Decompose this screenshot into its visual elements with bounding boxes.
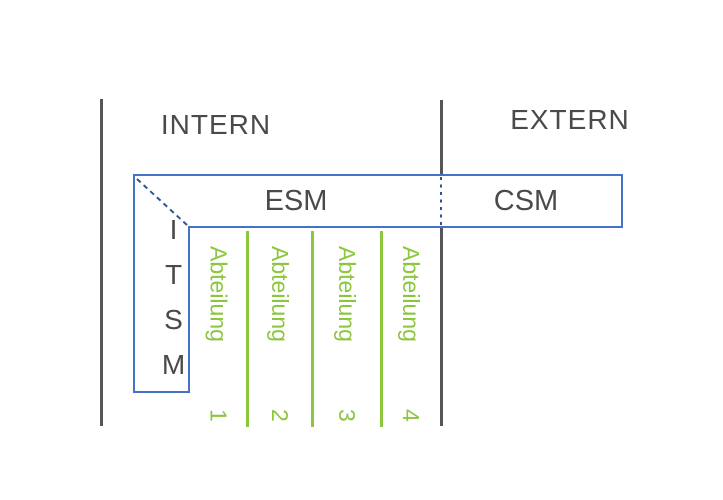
abteilung-column-number: 3 <box>334 409 360 422</box>
extern-zone-label: EXTERN <box>510 104 630 135</box>
abteilung-column: Abteilung 4 <box>381 246 440 422</box>
abteilung-column-label: Abteilung <box>334 246 360 342</box>
abteilung-separator-line-3 <box>380 231 383 427</box>
abteilung-column-label: Abteilung <box>267 246 293 342</box>
abteilung-column-number: 2 <box>267 409 293 422</box>
abteilung-column-label: Abteilung <box>205 246 232 342</box>
abteilung-column-number: 1 <box>205 409 232 422</box>
abteilung-separator-line-1 <box>246 231 249 427</box>
abteilung-column: Abteilung 1 <box>189 246 247 422</box>
itsm-corner-dashed-diagonal <box>136 178 188 226</box>
intern-zone-label: INTERN <box>160 109 272 140</box>
extern-zone-divider-line-top <box>440 100 443 174</box>
abteilung-column: Abteilung 3 <box>312 246 381 422</box>
csm-label: CSM <box>493 185 559 217</box>
abteilung-columns: Abteilung 1 Abteilung 2 Abteilung 3 Abte… <box>189 246 440 422</box>
extern-zone-divider-line-bottom <box>440 228 443 426</box>
intern-zone-divider-line <box>100 99 103 426</box>
abteilung-column-label: Abteilung <box>398 246 424 342</box>
abteilung-separator-line-2 <box>311 231 314 427</box>
abteilung-column-number: 4 <box>398 409 424 422</box>
itsm-label: ITSM <box>158 214 189 394</box>
esm-itsm-lshape-outline <box>133 174 623 393</box>
abteilung-column: Abteilung 2 <box>247 246 312 422</box>
esm-label: ESM <box>264 185 328 217</box>
